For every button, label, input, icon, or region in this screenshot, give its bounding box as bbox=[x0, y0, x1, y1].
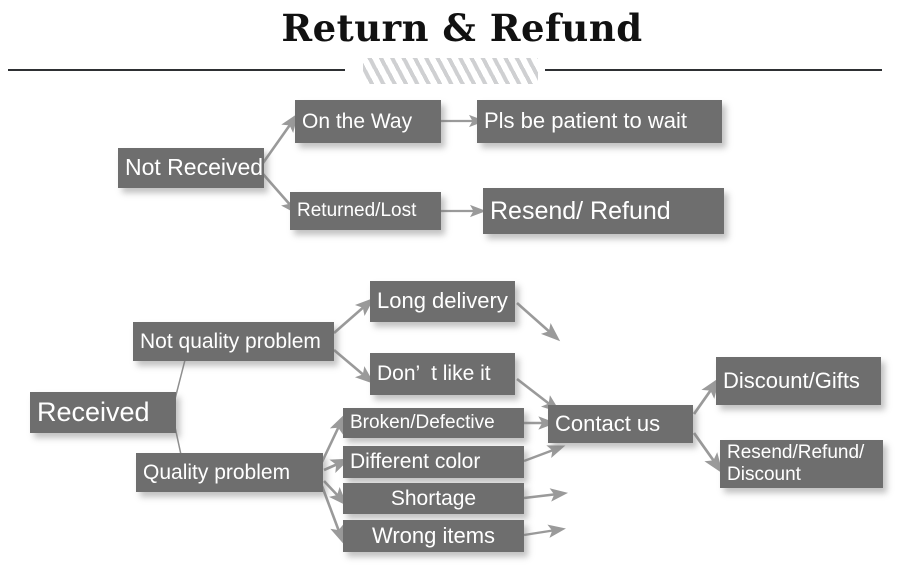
divider-rule-left bbox=[8, 69, 345, 71]
node-different-color[interactable]: Different color bbox=[343, 446, 524, 478]
node-not-received[interactable]: Not Received bbox=[118, 148, 264, 188]
node-broken-defective[interactable]: Broken/Defective bbox=[343, 408, 524, 438]
node-long-delivery[interactable]: Long delivery bbox=[370, 281, 515, 322]
node-wrong-items[interactable]: Wrong items bbox=[343, 520, 524, 552]
header-divider bbox=[8, 58, 882, 84]
page-title: Return & Refund bbox=[281, 6, 643, 50]
node-dont-like-it[interactable]: Don’ t like it bbox=[370, 353, 515, 395]
node-on-the-way[interactable]: On the Way bbox=[295, 100, 441, 143]
node-not-quality-problem[interactable]: Not quality problem bbox=[133, 322, 334, 361]
node-returned-lost[interactable]: Returned/Lost bbox=[290, 192, 441, 230]
node-shortage[interactable]: Shortage bbox=[343, 483, 524, 514]
divider-rule-right bbox=[545, 69, 882, 71]
node-contact-us[interactable]: Contact us bbox=[548, 405, 693, 443]
node-resend-refund-discount[interactable]: Resend/Refund/ Discount bbox=[720, 440, 883, 488]
hatched-divider-icon bbox=[363, 58, 538, 84]
node-resend-refund[interactable]: Resend/ Refund bbox=[483, 188, 724, 234]
node-quality-problem[interactable]: Quality problem bbox=[136, 453, 323, 492]
node-pls-be-patient-to-wait[interactable]: Pls be patient to wait bbox=[477, 100, 722, 143]
node-received[interactable]: Received bbox=[30, 392, 176, 433]
node-discount-gifts[interactable]: Discount/Gifts bbox=[716, 357, 881, 405]
